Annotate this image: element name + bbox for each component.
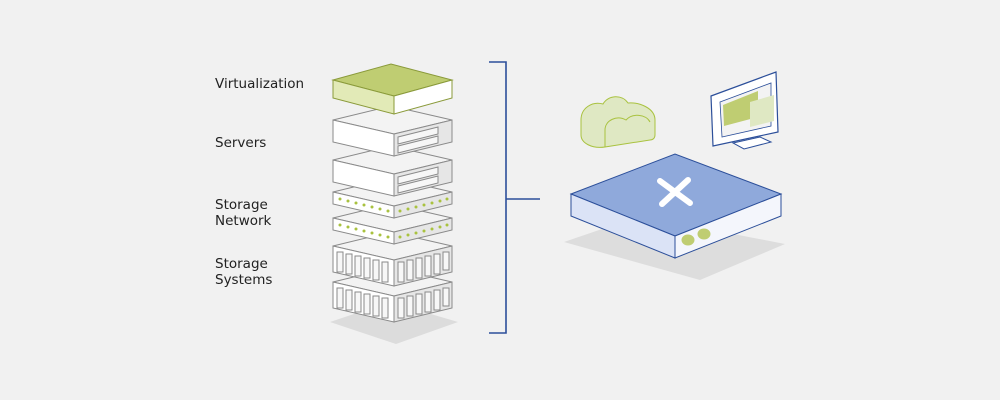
label-storage-systems: Storage Systems: [215, 256, 273, 288]
server-unit-lower: [332, 145, 453, 197]
server-unit-upper: [332, 105, 453, 157]
bracket-connector: [489, 61, 540, 334]
label-virtualization: Virtualization: [215, 76, 305, 92]
label-storage-network: Storage Network: [215, 197, 272, 229]
cloud-icon: [580, 96, 656, 148]
monitor-icon: [710, 71, 779, 150]
x-logo-icon: [657, 177, 693, 207]
virtualization-layer: [331, 63, 454, 115]
storage-system-unit-top: [332, 231, 453, 287]
label-servers: Servers: [215, 135, 267, 151]
